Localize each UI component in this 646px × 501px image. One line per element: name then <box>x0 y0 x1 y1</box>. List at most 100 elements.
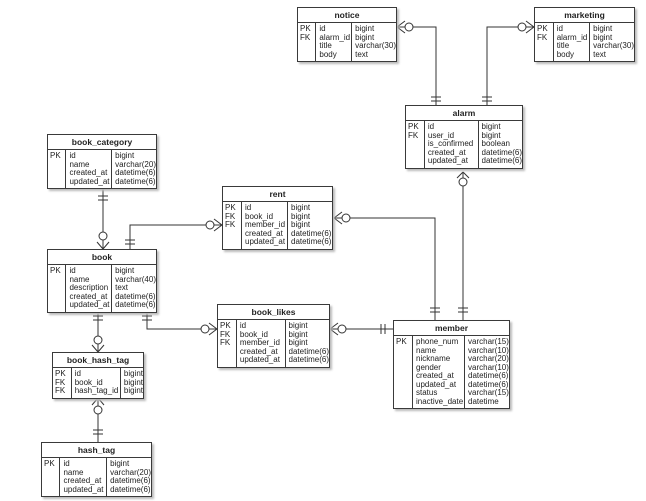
attribute-cell: id <box>74 370 81 378</box>
attribute-cell <box>396 347 412 356</box>
attribute-cell <box>50 293 65 302</box>
attribute-cell: PK <box>225 204 236 212</box>
attribute-cell: PK <box>408 123 419 131</box>
attribute-cell: FK <box>220 330 231 339</box>
attribute-cell: varchar(30) <box>355 42 396 50</box>
attribute-cell: datetime(6) <box>291 238 332 246</box>
attribute-cell <box>44 477 59 486</box>
attribute-cell: PK <box>537 25 548 33</box>
attribute-cell <box>537 51 553 60</box>
entity-title: hash_tag <box>42 443 151 458</box>
rel-book-likes <box>142 310 218 336</box>
attribute-cell: created_at <box>427 148 466 157</box>
attribute-cell: bigint <box>291 212 311 221</box>
key-column: PK <box>48 150 67 188</box>
attribute-cell: bigint <box>481 131 501 140</box>
attribute-cell: updated_at <box>63 485 104 494</box>
attribute-cell: inactive_date <box>416 397 464 406</box>
attribute-cell <box>396 389 412 398</box>
rel-book-rent <box>125 218 223 249</box>
attribute-cell: id <box>245 204 252 212</box>
attribute-cell: datetime(6) <box>481 157 522 165</box>
attribute-cell <box>408 157 424 166</box>
attribute-cell: PK <box>50 267 61 275</box>
attribute-cell: name <box>63 468 84 477</box>
entity-title: marketing <box>535 8 634 23</box>
rel-hashtag-bookhashtag <box>91 397 105 442</box>
rel-alarm-marketing <box>482 20 535 105</box>
attribute-cell: PK <box>396 338 407 346</box>
attribute-cell <box>396 381 412 390</box>
attribute-cell: varchar(20) <box>468 355 509 363</box>
attribute-cell: varchar(30) <box>593 42 634 50</box>
attribute-cell: id <box>69 152 76 160</box>
attribute-cell: id <box>556 25 563 33</box>
attribute-cell <box>44 469 59 478</box>
attribute-cell <box>50 169 65 178</box>
attribute-cell: datetime(6) <box>468 380 509 389</box>
attribute-cell: created_at <box>239 347 278 356</box>
attribute-cell: bigint <box>355 25 375 33</box>
attribute-cell: book_id <box>239 330 268 339</box>
attribute-cell: varchar(40) <box>115 275 156 284</box>
attribute-cell: id <box>63 460 70 468</box>
attribute-cell: FK <box>220 339 231 347</box>
entity-title: book_category <box>48 135 156 150</box>
attribute-cell: datetime(6) <box>288 356 329 364</box>
attribute-cell: updated_at <box>239 356 280 364</box>
attribute-cell: member_id <box>245 221 286 229</box>
attribute-cell: bigint <box>123 378 143 387</box>
attribute-cell: PK <box>300 25 311 33</box>
attribute-cell: updated_at <box>245 238 286 246</box>
attribute-cell: updated_at <box>427 157 468 165</box>
entity-title: book_hash_tag <box>53 353 143 368</box>
attribute-cell <box>50 276 65 285</box>
attribute-cell <box>396 355 412 364</box>
attribute-cell: varchar(15) <box>468 389 509 397</box>
attribute-cell: varchar(10) <box>468 346 509 355</box>
attribute-cell: updated_at <box>416 380 457 389</box>
rel-category-book <box>96 188 110 250</box>
attribute-cell: title <box>556 42 570 50</box>
attribute-cell: FK <box>55 387 66 395</box>
attribute-cell: FK <box>408 131 419 140</box>
attribute-cell <box>300 42 315 51</box>
attribute-cell: updated_at <box>69 301 110 309</box>
attribute-cell: updated_at <box>69 177 110 186</box>
key-column: PK <box>394 336 413 408</box>
attribute-cell: bigint <box>291 221 311 229</box>
entity-title: notice <box>298 8 396 23</box>
attribute-cell: user_id <box>427 131 455 140</box>
attribute-cell <box>225 238 241 247</box>
rel-member-likes <box>329 322 393 336</box>
key-column: PK <box>42 458 61 496</box>
attribute-cell: name <box>69 275 90 284</box>
attribute-cell: varchar(20) <box>110 468 151 477</box>
attribute-cell: datetime(6) <box>115 177 156 186</box>
entity-title: alarm <box>406 106 522 121</box>
attribute-cell: bigint <box>291 204 311 212</box>
